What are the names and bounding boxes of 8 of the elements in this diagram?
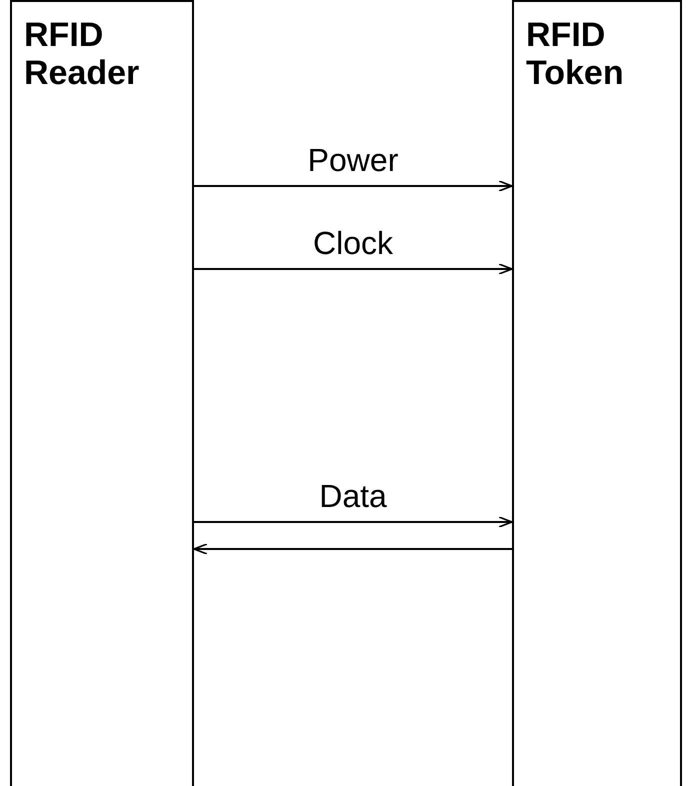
arrow (193, 543, 512, 555)
arrow (194, 180, 513, 192)
arrow (194, 516, 513, 528)
lane-box (512, 0, 682, 786)
arrow (194, 263, 513, 275)
lane-title: RFID Reader (24, 16, 140, 92)
lane-box (10, 0, 194, 786)
lane-title: RFID Token (526, 16, 625, 92)
